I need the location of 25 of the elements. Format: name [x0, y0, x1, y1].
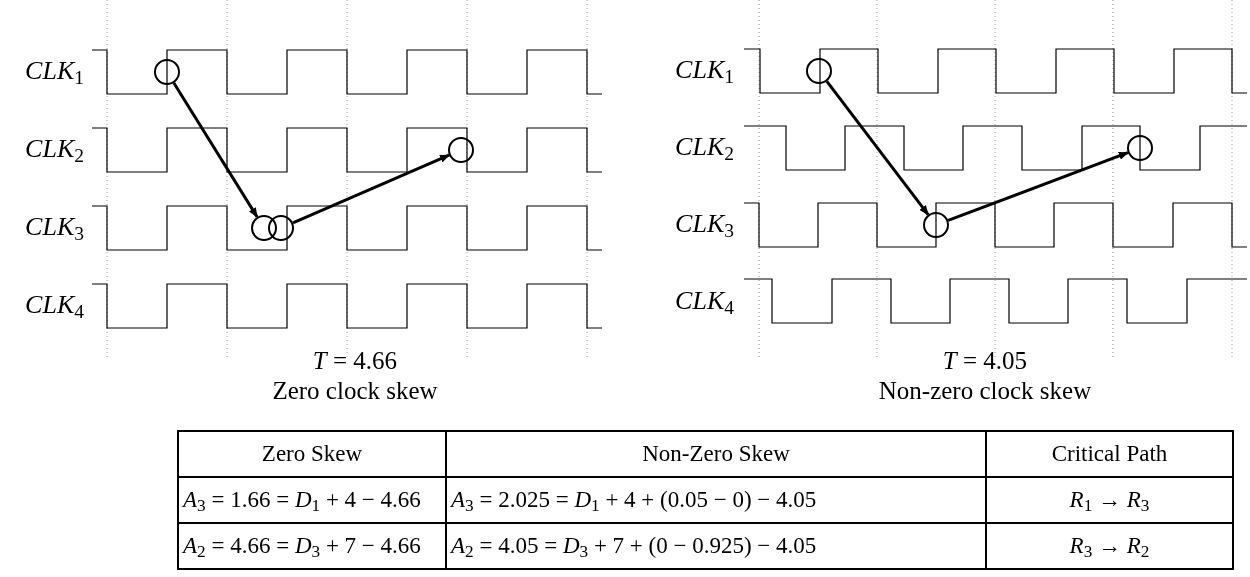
- signal-label: CLK$_{4}$: [675, 288, 734, 314]
- arrow: [292, 153, 450, 225]
- table-header: Non-Zero Skew: [446, 431, 986, 477]
- arrow: [172, 82, 259, 218]
- table-cell: R$_{3}$ → R$_{2}$: [986, 523, 1233, 569]
- period-value: T = 4.66: [312, 346, 398, 376]
- signal-label: CLK$_{2}$: [25, 136, 84, 162]
- table-cell: A$_{2}$ = 4.05 = D$_{3}$ + 7 + (0 − 0.925) − 4.05: [446, 523, 986, 569]
- arrow: [825, 80, 930, 216]
- table-header: Critical Path: [986, 431, 1233, 477]
- signal-label: CLK$_{4}$: [25, 292, 84, 318]
- chart-caption: Zero clock skew: [272, 376, 438, 406]
- signal-label: CLK$_{3}$: [25, 214, 84, 240]
- table-cell: R$_{1}$ → R$_{3}$: [986, 477, 1233, 523]
- signal-label: CLK$_{2}$: [675, 134, 734, 160]
- arrow: [947, 151, 1129, 222]
- signal-label: CLK$_{1}$: [25, 58, 84, 84]
- table-cell: A$_{3}$ = 1.66 = D$_{1}$ + 4 − 4.66: [178, 477, 446, 523]
- table-cell: A$_{2}$ = 4.66 = D$_{3}$ + 7 − 4.66: [178, 523, 446, 569]
- period-value: T = 4.05: [942, 346, 1028, 376]
- table-cell: A$_{3}$ = 2.025 = D$_{1}$ + 4 + (0.05 − 0) − 4.05: [446, 477, 986, 523]
- signal-label: CLK$_{1}$: [675, 57, 734, 83]
- signal-label: CLK$_{3}$: [675, 211, 734, 237]
- chart-caption: Non-zero clock skew: [878, 376, 1092, 406]
- table-header: Zero Skew: [178, 431, 446, 477]
